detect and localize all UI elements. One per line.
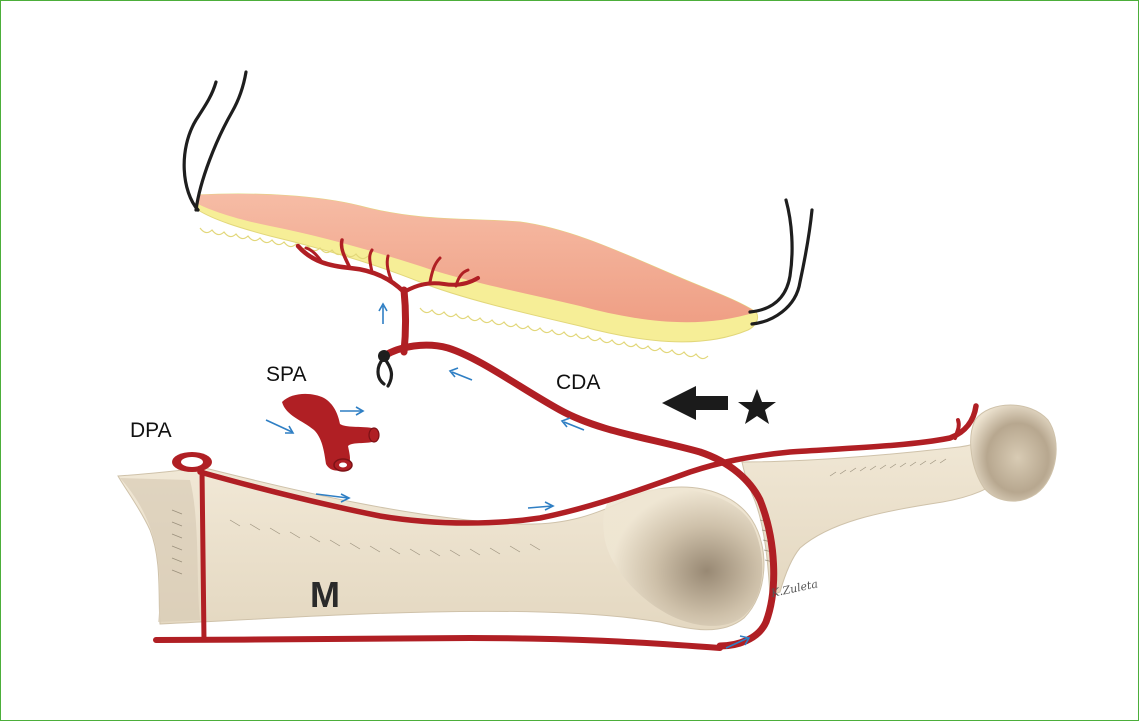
flow-arrow-icon	[266, 420, 293, 433]
star-icon	[738, 389, 776, 424]
flow-arrow-icon	[528, 502, 553, 510]
flow-arrow-icon	[379, 304, 387, 324]
dpa-vessel	[172, 452, 212, 472]
black-arrow-icon	[662, 386, 728, 420]
suture-icon	[750, 200, 812, 324]
label-spa: SPA	[266, 363, 306, 386]
flow-arrow-icon	[450, 368, 472, 380]
spa-vessel	[282, 394, 379, 471]
proximal-phalanx	[742, 405, 1056, 596]
label-metacarpal: M	[310, 574, 340, 615]
label-dpa: DPA	[130, 419, 172, 442]
ligature-icon	[378, 350, 391, 386]
label-cda: CDA	[556, 371, 600, 394]
metacarpal-bone	[118, 468, 764, 630]
suture-icon	[184, 72, 246, 210]
flow-arrow-icon	[340, 407, 363, 415]
